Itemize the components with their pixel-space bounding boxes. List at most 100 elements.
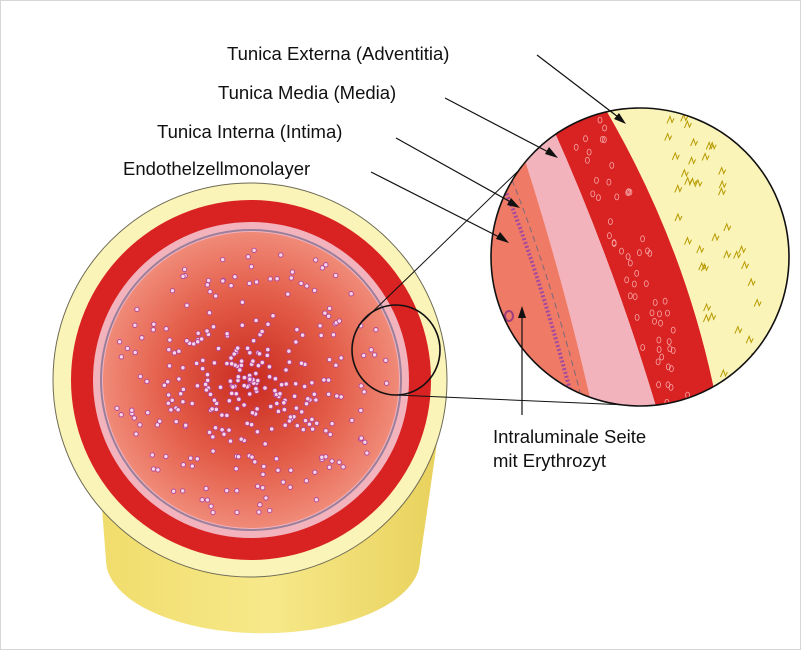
erythrocyte <box>190 401 194 405</box>
erythrocyte <box>146 410 150 414</box>
erythrocyte <box>125 346 129 350</box>
erythrocyte <box>134 432 138 436</box>
erythrocyte <box>314 258 318 262</box>
erythrocyte <box>174 419 178 423</box>
erythrocyte <box>212 361 216 365</box>
erythrocyte <box>231 385 235 389</box>
erythrocyte <box>200 498 204 502</box>
erythrocyte <box>170 398 174 402</box>
erythrocyte <box>320 266 324 270</box>
erythrocyte <box>257 352 261 356</box>
erythrocyte <box>384 358 388 362</box>
erythrocyte <box>264 496 268 500</box>
erythrocyte <box>222 432 226 436</box>
erythrocyte <box>248 392 252 396</box>
erythrocyte <box>330 459 334 463</box>
erythrocyte <box>288 485 292 489</box>
erythrocyte <box>304 402 308 406</box>
erythrocyte <box>166 393 170 397</box>
erythrocyte <box>225 361 229 365</box>
erythrocyte <box>247 281 251 285</box>
erythrocyte <box>177 377 181 381</box>
erythrocyte <box>335 394 339 398</box>
erythrocyte <box>350 418 354 422</box>
erythrocyte <box>181 400 185 404</box>
fibroblast-mark <box>768 360 775 367</box>
erythrocyte <box>287 349 291 353</box>
erythrocyte <box>310 381 314 385</box>
erythrocyte <box>266 322 270 326</box>
fibroblast-mark <box>725 393 732 400</box>
erythrocyte <box>334 363 338 367</box>
erythrocyte <box>327 357 331 361</box>
erythrocyte <box>253 460 257 464</box>
erythrocyte <box>256 378 260 382</box>
erythrocyte <box>313 470 317 474</box>
erythrocyte <box>190 464 194 468</box>
erythrocyte <box>229 283 233 287</box>
erythrocyte <box>300 410 304 414</box>
fibroblast-mark <box>776 390 783 397</box>
erythrocyte <box>260 329 264 333</box>
erythrocyte <box>305 284 309 288</box>
erythrocyte <box>255 407 259 411</box>
erythrocyte <box>283 423 287 427</box>
erythrocyte <box>209 504 213 508</box>
erythrocyte <box>168 338 172 342</box>
erythrocyte <box>331 333 335 337</box>
erythrocyte <box>230 362 234 366</box>
erythrocyte <box>337 319 341 323</box>
erythrocyte <box>204 486 208 490</box>
erythrocyte <box>185 339 189 343</box>
erythrocyte <box>207 311 211 315</box>
erythrocyte <box>326 392 330 396</box>
erythrocyte <box>238 368 242 372</box>
erythrocyte <box>294 382 298 386</box>
erythrocyte <box>324 429 328 433</box>
erythrocyte <box>233 275 237 279</box>
erythrocyte <box>349 292 353 296</box>
erythrocyte <box>235 489 239 493</box>
erythrocyte <box>328 432 332 436</box>
erythrocyte <box>206 278 210 282</box>
erythrocyte <box>303 418 307 422</box>
erythrocyte <box>312 288 316 292</box>
erythrocyte <box>254 387 258 391</box>
erythrocyte <box>362 390 366 394</box>
erythrocyte <box>312 392 316 396</box>
erythrocyte <box>339 395 343 399</box>
fibroblast-mark <box>766 366 773 373</box>
erythrocyte <box>281 480 285 484</box>
erythrocyte <box>216 346 220 350</box>
erythrocyte <box>235 510 239 514</box>
erythrocyte <box>246 255 250 259</box>
erythrocyte <box>181 489 185 493</box>
erythrocyte <box>177 349 181 353</box>
erythrocyte <box>295 327 299 331</box>
erythrocyte <box>341 465 345 469</box>
erythrocyte <box>234 392 238 396</box>
erythrocyte <box>363 440 367 444</box>
erythrocyte <box>164 454 168 458</box>
erythrocyte <box>306 397 310 401</box>
erythrocyte <box>302 384 306 388</box>
erythrocyte <box>228 439 232 443</box>
erythrocyte <box>208 392 212 396</box>
erythrocyte <box>262 464 266 468</box>
erythrocyte <box>225 413 229 417</box>
erythrocyte <box>207 430 211 434</box>
erythrocyte <box>261 486 265 490</box>
erythrocyte <box>169 408 173 412</box>
fibroblast-mark <box>727 400 734 407</box>
erythrocyte <box>201 358 205 362</box>
erythrocyte <box>195 457 199 461</box>
erythrocyte <box>172 351 176 355</box>
erythrocyte <box>323 311 327 315</box>
erythrocyte <box>310 427 314 431</box>
erythrocyte <box>211 325 215 329</box>
erythrocyte <box>212 398 216 402</box>
erythrocyte <box>167 347 171 351</box>
erythrocyte <box>282 401 286 405</box>
erythrocyte <box>339 356 343 360</box>
